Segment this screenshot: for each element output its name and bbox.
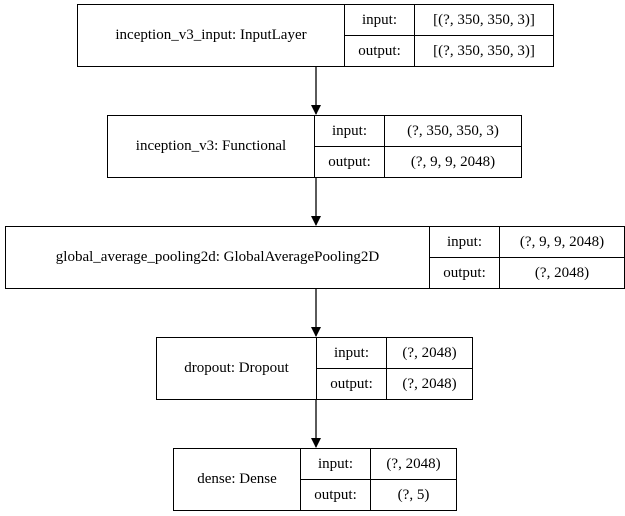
node-label: dropout: Dropout (157, 338, 317, 399)
output-row: output: (?, 2048) (317, 368, 472, 399)
input-row: input: (?, 2048) (317, 338, 472, 368)
output-label: output: (301, 480, 371, 510)
output-value: (?, 2048) (534, 264, 590, 281)
node-label: global_average_pooling2d: GlobalAverageP… (6, 227, 430, 288)
node-label: inception_v3_input: InputLayer (78, 5, 345, 66)
input-label: input: (345, 5, 415, 35)
output-row: output: [(?, 350, 350, 3)] (345, 35, 553, 66)
input-value: (?, 2048) (386, 455, 441, 472)
input-value: (?, 350, 350, 3) (407, 122, 499, 139)
input-row: input: (?, 9, 9, 2048) (430, 227, 624, 257)
output-value: (?, 2048) (402, 375, 457, 392)
input-value: [(?, 350, 350, 3)] (433, 11, 535, 28)
input-label: input: (430, 227, 500, 257)
input-row: input: [(?, 350, 350, 3)] (345, 5, 553, 35)
input-label: input: (317, 338, 387, 368)
input-value: (?, 9, 9, 2048) (519, 233, 605, 250)
output-value: [(?, 350, 350, 3)] (433, 42, 535, 59)
output-label: output: (315, 147, 385, 177)
output-label: output: (430, 258, 500, 288)
node-dense: dense: Dense input: (?, 2048) output: (?… (173, 448, 457, 511)
output-row: output: (?, 2048) (430, 257, 624, 288)
output-value: (?, 9, 9, 2048) (410, 153, 496, 170)
input-row: input: (?, 2048) (301, 449, 456, 479)
node-label: inception_v3: Functional (108, 116, 315, 177)
input-row: input: (?, 350, 350, 3) (315, 116, 521, 146)
input-label: input: (301, 449, 371, 479)
node-dropout: dropout: Dropout input: (?, 2048) output… (156, 337, 473, 400)
output-row: output: (?, 9, 9, 2048) (315, 146, 521, 177)
output-label: output: (345, 36, 415, 66)
node-inception-v3-input: inception_v3_input: InputLayer input: [(… (77, 4, 554, 67)
node-label: dense: Dense (174, 449, 301, 510)
output-value: (?, 5) (397, 486, 430, 503)
input-label: input: (315, 116, 385, 146)
output-row: output: (?, 5) (301, 479, 456, 510)
output-label: output: (317, 369, 387, 399)
node-global-average-pooling2d: global_average_pooling2d: GlobalAverageP… (5, 226, 625, 289)
input-value: (?, 2048) (402, 344, 457, 361)
node-inception-v3: inception_v3: Functional input: (?, 350,… (107, 115, 522, 178)
